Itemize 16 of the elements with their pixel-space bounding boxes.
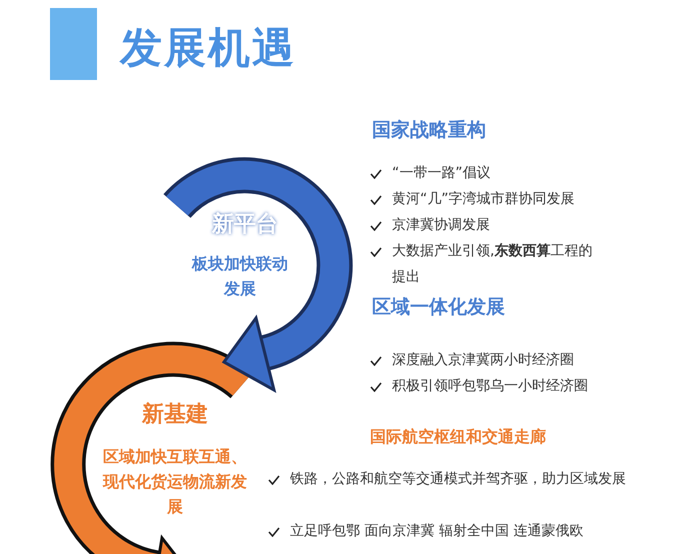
list-item: “一带一路”倡议	[392, 164, 492, 183]
section-heading: 国家战略重构	[372, 118, 486, 143]
list-item: 铁路，公路和航空等交通模式并驾齐驱，助力区域发展	[290, 470, 627, 489]
list-item: 京津冀协调发展	[392, 216, 491, 235]
list-item: 黄河“几”字湾城市群协同发展	[392, 190, 576, 209]
title: 发展机遇	[120, 22, 296, 74]
list-item: 立足呼包鄂 面向京津冀 辐射全中国 连通蒙俄欧	[290, 522, 584, 541]
arrow-heading: 新基建	[140, 401, 209, 429]
arrow-text: 板块加快联动发展	[190, 253, 289, 300]
list-item: 积极引领呼包鄂乌一小时经济圈	[392, 377, 589, 396]
arrow-text: 区域加快互联互通、现代化货运物流新发展	[102, 446, 248, 518]
section-heading: 国际航空枢纽和交通走廊	[370, 426, 546, 448]
list-item: 深度融入京津冀两小时经济圈	[392, 351, 575, 370]
list-item: 大数据产业引领,东数西算工程的提出	[392, 242, 594, 287]
section-heading: 区域一体化发展	[372, 295, 505, 320]
arrow-heading: 新平台	[210, 210, 279, 239]
